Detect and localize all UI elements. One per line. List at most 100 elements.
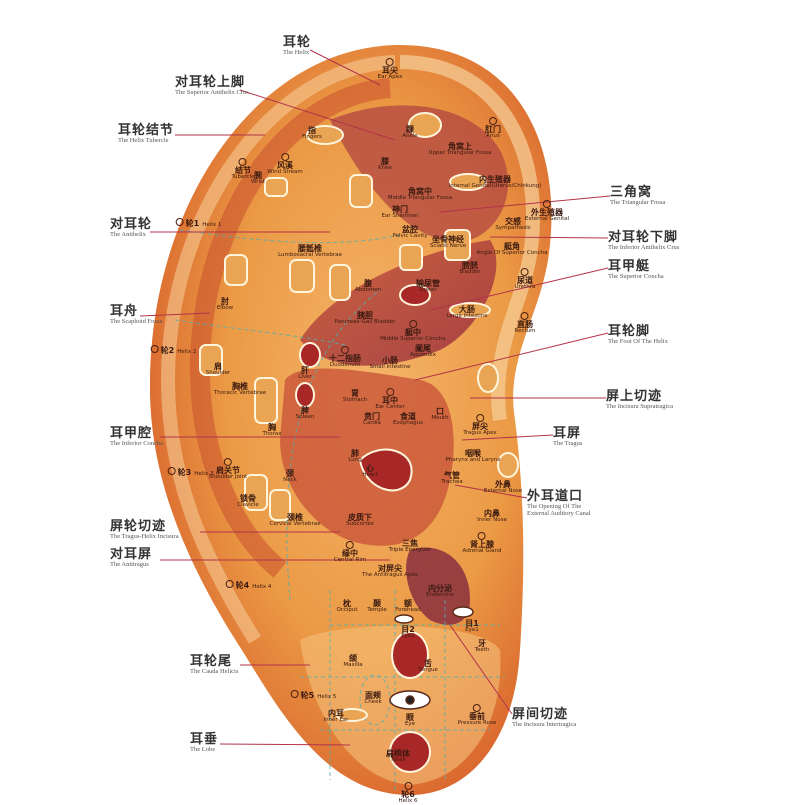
acupoint-name-en: Esophagus: [393, 420, 423, 426]
acupoint-marker-icon: [386, 388, 394, 396]
acupoint-name-en: Cardia: [363, 420, 381, 426]
acupoint-name-en: Adrenal Gland: [462, 548, 502, 554]
acupoint-name-en: Ear Center: [375, 404, 405, 410]
acupoint-name-en: Angle Of Superior Concha: [476, 250, 548, 256]
acupoint-name-cn: 内鼻: [484, 509, 500, 518]
acupoint-name-en: Helix 5: [317, 694, 337, 700]
helix-rim: [399, 55, 540, 421]
acupoint-name-en: Helix 2: [177, 349, 197, 355]
acupoint-name-en: Temple: [367, 607, 387, 613]
acupoint-marker-icon: [150, 344, 159, 353]
organ-illustrations: [199, 112, 519, 722]
acupoint-name-cn: 屏尖: [471, 422, 488, 431]
acupoint-name-cn: 结节: [235, 166, 251, 175]
acupoint-name-en: Inner Nose: [477, 517, 507, 523]
acupoint-marker-icon: [489, 117, 497, 125]
acupoint-name-en: Maxilla: [343, 662, 363, 668]
region-name-cn: 耳轮脚: [608, 324, 651, 339]
acupoint-name-cn: 胰胆: [356, 311, 373, 320]
acupoint-name-en: External Nose: [483, 488, 523, 494]
acupoint-name-cn: 外鼻: [494, 480, 511, 489]
acupoint-name-en: Small Intestine: [369, 364, 411, 370]
acupoint-name-cn: 牙: [478, 639, 486, 648]
antitragus: [406, 547, 470, 625]
acupoint-name-cn: 轮6: [401, 790, 415, 799]
acupoint-name-en: Heart: [362, 472, 378, 478]
acupoint-name-cn: 颌: [348, 654, 357, 663]
eye-illustrations: [389, 606, 474, 710]
region-name-cn: 对耳轮: [110, 217, 153, 232]
acupoint-name-en: Anus: [486, 133, 500, 139]
acupoint-name-cn: 腕: [253, 171, 262, 180]
acupoint-name-cn: 肝: [301, 366, 309, 375]
acupoint-name-en: Triple Energizer: [388, 547, 432, 553]
acupoint-name-cn: 艇中: [404, 328, 421, 337]
region-name-en: The Triangular Fossa: [610, 199, 666, 206]
region-name-en: The Foot Of The Helix: [608, 338, 668, 345]
acupoint-name-cn: 十二指肠: [329, 354, 361, 363]
acupoint-name-en: Middle Superior Concha: [380, 336, 446, 342]
triangular-fossa: [330, 105, 509, 242]
region-name-cn: 耳甲腔: [110, 426, 153, 441]
acupoint-name-cn: 对屏尖: [378, 564, 402, 573]
acupoint-name-cn: 垂前: [469, 712, 485, 721]
acupoint-name-cn: 腹: [364, 279, 372, 288]
region-name-cn: 屏间切迹: [512, 707, 569, 722]
acupoint-name-en: Spleen: [295, 414, 315, 420]
acupoint-name-en: Appendix: [410, 352, 436, 358]
acupoint-name-en: Pressure Rose: [457, 720, 497, 726]
acupoint-name-en: Helix 4: [252, 584, 272, 590]
acupoint-name-cn: 颈椎: [287, 513, 303, 522]
acupoint-name-en: Mouth: [431, 415, 449, 421]
acupoint-name-cn: 角窝中: [408, 187, 432, 196]
acupoint-name-en: Eye: [404, 721, 416, 727]
acupoint-name-cn: 心: [366, 464, 374, 473]
acupoint-name-cn: 大肠: [458, 305, 475, 314]
region-name-cn: 耳轮: [283, 35, 312, 50]
acupoint-name-en: Helix 3: [194, 471, 214, 477]
acupoint-name-cn: 肩关节: [216, 466, 240, 475]
acupoint-marker-icon: [290, 689, 299, 698]
acupoint-name-en: Ear Apex: [377, 74, 403, 80]
acupoint-name-en: Tubercle: [231, 174, 255, 180]
acupoint-name-en: Thorax: [262, 431, 282, 437]
region-name-en: The Helix: [283, 49, 310, 56]
acupoint-name-cn: 小肠: [382, 356, 398, 365]
acupoint-name-en: Tonsil: [390, 757, 406, 763]
acupoint-name-cn: 额: [404, 599, 412, 608]
acupoint-name-cn: 肛门: [485, 125, 501, 134]
acupoint-marker-icon: [280, 153, 289, 161]
